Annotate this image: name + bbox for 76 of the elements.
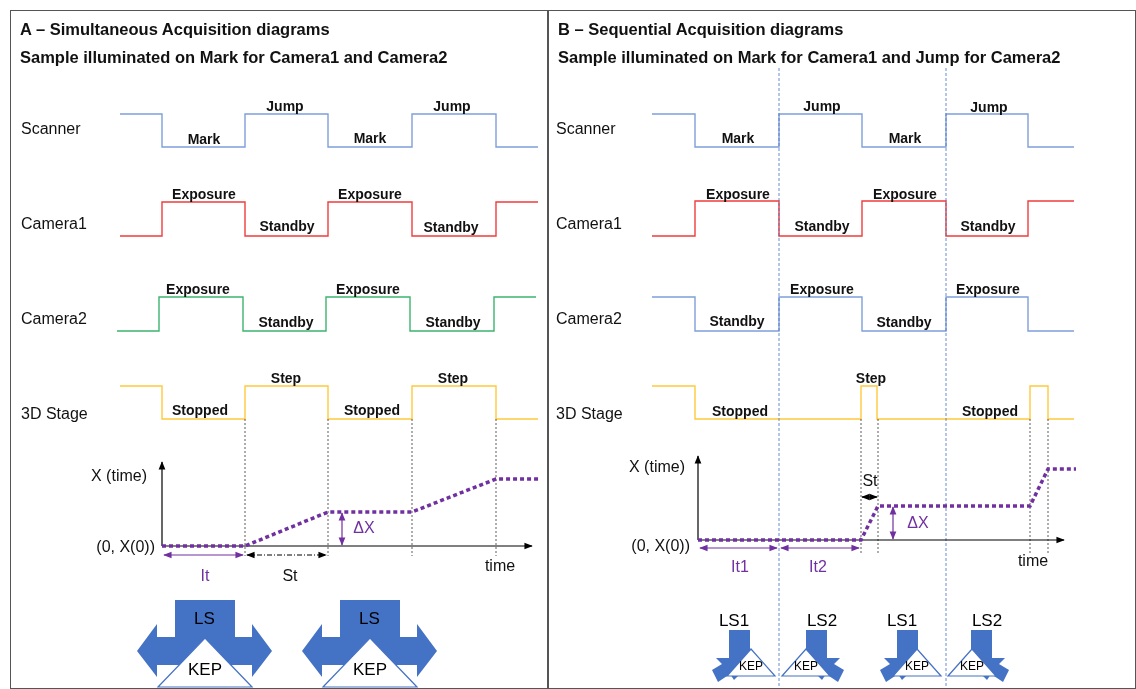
arrow-label: LS [358,610,381,627]
triangle [727,649,775,676]
state-label: Exposure [790,282,854,296]
panel [10,10,548,689]
state-label: Stopped [344,403,400,417]
panel [548,10,1136,689]
state-label: Step [437,371,469,385]
arrow-label: LS1 [885,612,919,629]
state-label: Exposure [338,187,402,201]
state-label: Standby [794,219,850,233]
triangle [948,649,996,676]
state-label: Exposure [706,187,770,201]
state-label: Exposure [166,282,230,296]
state-label: Jump [803,99,841,113]
state-label: Mark [353,131,387,145]
panel-heading: A – Simultaneous Acquisition diagrams [20,20,330,39]
panel-heading: B – Sequential Acquisition diagrams [558,20,844,39]
state-label: Step [270,371,302,385]
state-label: Standby [425,315,481,329]
triangle-label: KEP [187,661,223,678]
dimension-label: It [200,568,210,584]
state-label: Mark [721,131,755,145]
triangle-label: KEP [793,660,819,672]
state-label: Jump [970,100,1008,114]
row-label: Camera1 [556,216,622,232]
row-label: 3D Stage [21,406,88,422]
dimension-label: ΔX [907,515,929,531]
arrow-label: LS [193,610,216,627]
state-label: Exposure [873,187,937,201]
axis-label: (0, X(0)) [631,538,690,554]
axis-label: X (time) [91,468,147,484]
row-label: Scanner [21,121,81,137]
arrow-label: LS2 [970,612,1004,629]
axis-label: (0, X(0)) [96,539,155,555]
state-label: Stopped [712,404,768,418]
state-label: Standby [960,219,1016,233]
axis-label: X (time) [629,459,685,475]
state-label: Standby [709,314,765,328]
triangle [782,649,830,676]
state-label: Mark [187,132,221,146]
arrow-label: LS1 [717,612,751,629]
panel-heading: Sample illuminated on Mark for Camera1 and Jump for Camera2 [558,48,1061,67]
state-label: Standby [259,219,315,233]
dimension-label: St [862,473,878,489]
state-label: Exposure [956,282,1020,296]
triangle-label: KEP [352,661,388,678]
row-label: Camera1 [21,216,87,232]
axis-label: time [1017,553,1049,569]
triangle [893,649,941,676]
dimension-label: It2 [809,559,827,575]
dimension-label: ΔX [353,520,375,536]
state-label: Exposure [172,187,236,201]
panel-heading: Sample illuminated on Mark for Camera1 and Camera2 [20,48,448,67]
state-label: Stopped [962,404,1018,418]
triangle-label: KEP [904,660,930,672]
row-label: Camera2 [556,311,622,327]
triangle-label: KEP [959,660,985,672]
row-label: Scanner [556,121,616,137]
triangle-label: KEP [738,660,764,672]
dimension-label: St [282,568,298,584]
triangle [323,638,417,687]
row-label: 3D Stage [556,406,623,422]
arrow-label: LS2 [805,612,839,629]
state-label: Exposure [336,282,400,296]
dimension-label: It1 [731,559,749,575]
state-label: Jump [433,99,471,113]
state-label: Stopped [172,403,228,417]
state-label: Step [855,371,887,385]
row-label: Camera2 [21,311,87,327]
axis-label: time [484,558,516,574]
state-label: Standby [876,315,932,329]
state-label: Mark [888,131,922,145]
state-label: Jump [266,99,304,113]
state-label: Standby [258,315,314,329]
triangle [158,638,252,687]
state-label: Standby [423,220,479,234]
